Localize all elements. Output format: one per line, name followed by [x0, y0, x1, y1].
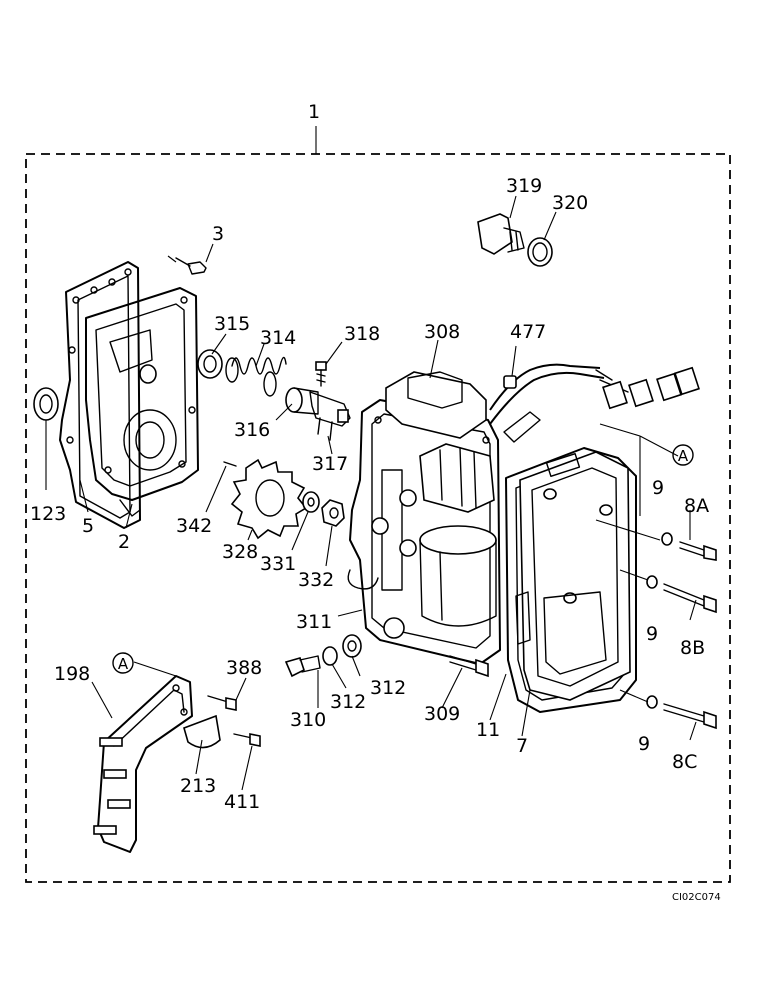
leader-lines — [45, 195, 697, 791]
part-washer-9-lower — [646, 695, 658, 709]
part-bolt-8A — [679, 541, 717, 561]
callout-318: 318 — [344, 323, 380, 345]
callout-2: 2 — [118, 531, 130, 553]
reference-mark-circle-a-left — [112, 652, 134, 674]
part-governor-body-311 — [347, 399, 501, 665]
part-washer-331 — [302, 491, 320, 513]
part-bolt-3 — [167, 255, 207, 275]
part-bolt-310 — [284, 655, 321, 678]
part-actuator-housing-308 — [385, 371, 497, 627]
part-seal-315 — [197, 349, 223, 379]
part-nut-332 — [321, 499, 345, 527]
callout-342: 342 — [176, 515, 212, 537]
callout-1: 1 — [308, 101, 320, 123]
callout-5: 5 — [82, 515, 94, 537]
callout-332: 332 — [298, 569, 334, 591]
part-washer-9-upper — [661, 532, 673, 546]
callout-311: 311 — [296, 611, 332, 633]
part-bracket-198 — [93, 675, 193, 853]
part-seal-123 — [33, 387, 59, 421]
callout-8B: 8B — [680, 637, 705, 659]
callout-8A: 8A — [684, 495, 709, 517]
callout-310: 310 — [290, 709, 326, 731]
callout-7: 7 — [516, 735, 528, 757]
callout-9-upper: 9 — [652, 477, 664, 499]
part-gasket-5 — [59, 261, 141, 529]
callout-314: 314 — [260, 327, 296, 349]
callout-308: 308 — [424, 321, 460, 343]
part-washer-320 — [527, 237, 553, 267]
part-bolt-388 — [207, 695, 237, 711]
part-bracket-317 — [309, 391, 351, 441]
part-pin-342 — [223, 461, 237, 467]
callout-411: 411 — [224, 791, 260, 813]
callout-316: 316 — [234, 419, 270, 441]
callout-213: 213 — [180, 775, 216, 797]
callout-9-lower: 9 — [638, 733, 650, 755]
callout-320: 320 — [552, 192, 588, 214]
callout-317: 317 — [312, 453, 348, 475]
part-bolt-411 — [233, 733, 261, 747]
callout-11: 11 — [476, 719, 500, 741]
part-clamp-213 — [183, 714, 221, 749]
part-plug-319 — [477, 213, 525, 255]
part-bolt-8C — [663, 703, 717, 730]
callout-3: 3 — [212, 223, 224, 245]
part-washer-312-a — [322, 646, 338, 666]
part-cover-housing-2 — [85, 287, 199, 517]
part-bolt-8B — [663, 583, 717, 614]
part-clip-477 — [503, 375, 517, 389]
callout-312-a: 312 — [330, 691, 366, 713]
reference-mark-a-right: A — [678, 447, 689, 465]
drawing-code: CI02C074 — [672, 892, 721, 903]
callout-315: 315 — [214, 313, 250, 335]
callout-309: 309 — [424, 703, 460, 725]
callout-388: 388 — [226, 657, 262, 679]
callout-8C: 8C — [672, 751, 697, 773]
part-spring-314 — [225, 356, 287, 397]
part-washer-9-middle — [646, 575, 658, 589]
callout-328: 328 — [222, 541, 258, 563]
callout-331: 331 — [260, 553, 296, 575]
callout-123: 123 — [30, 503, 66, 525]
reference-mark-a-left: A — [118, 655, 129, 673]
callout-9-middle: 9 — [646, 623, 658, 645]
callout-198: 198 — [54, 663, 90, 685]
part-washer-312-b — [342, 634, 362, 658]
part-wire-harness — [489, 363, 700, 443]
callout-319: 319 — [506, 175, 542, 197]
part-bolt-309 — [449, 655, 489, 678]
part-screw-318 — [315, 361, 327, 387]
reference-mark-circle-a-right — [672, 444, 694, 466]
callout-312-b: 312 — [370, 677, 406, 699]
part-gear-328 — [230, 458, 308, 540]
assembly-boundary — [25, 153, 731, 883]
callout-477: 477 — [510, 321, 546, 343]
part-cover-7 — [515, 451, 631, 701]
